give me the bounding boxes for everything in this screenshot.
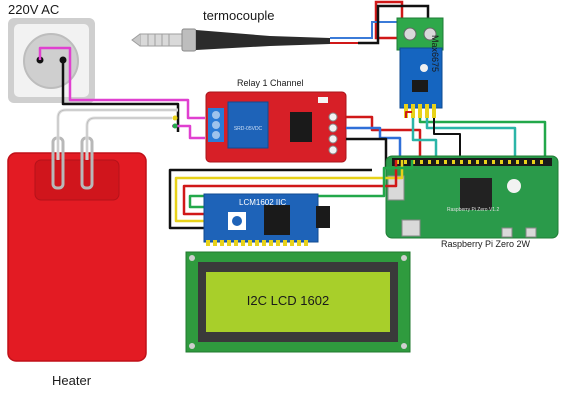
raspberry-pi-zero: [385, 155, 559, 239]
pi-silk-label: Raspberry Pi Zero V1.2: [447, 207, 500, 213]
lcd-text: I2C LCD 1602: [246, 293, 330, 308]
relay-label: Relay 1 Channel: [237, 78, 304, 88]
max6675-label: Max6675: [430, 35, 440, 73]
ac-socket: [8, 18, 95, 103]
heater-label: Heater: [52, 373, 92, 388]
i2c-backpack: [203, 193, 330, 246]
heater: [7, 136, 147, 362]
i2c-board-label: LCM1602 IIC: [239, 198, 287, 207]
svg-text:SRD-05VDC: SRD-05VDC: [234, 126, 263, 132]
thermocouple: [131, 28, 358, 52]
lcd-1602: [185, 251, 411, 353]
ac-wires: [38, 46, 205, 160]
thermocouple-label: termocouple: [203, 8, 275, 23]
ac-label: 220V AC: [8, 2, 60, 17]
max6675-module: [358, 0, 444, 118]
rpi-label: Raspberry Pi Zero 2W: [441, 239, 531, 249]
relay-module: SRD-05VDC: [205, 91, 347, 163]
i2c-wires: [168, 160, 414, 230]
